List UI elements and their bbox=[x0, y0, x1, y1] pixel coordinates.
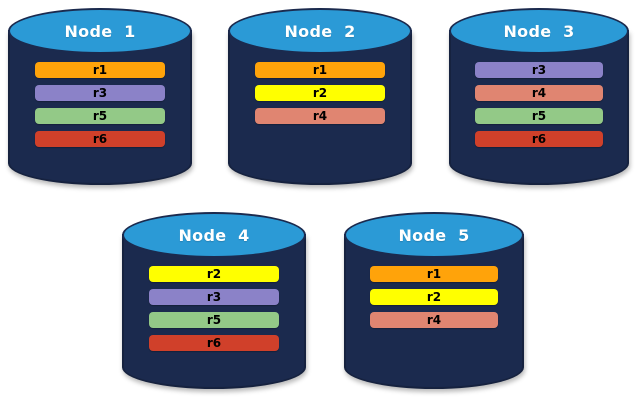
replica-bar-r4[interactable]: r4 bbox=[370, 312, 498, 328]
node-label: Node 5 bbox=[398, 225, 470, 245]
node-label: Node 1 bbox=[64, 21, 136, 41]
replica-bar-r5[interactable]: r5 bbox=[34, 108, 166, 124]
replica-bar-list: r1 r2 r4 bbox=[228, 62, 412, 124]
database-node-1[interactable]: r1 r3 r5 r6 Node 1 bbox=[8, 8, 192, 185]
cylinder-top: Node 2 bbox=[228, 8, 412, 54]
replica-bar-r5[interactable]: r5 bbox=[148, 312, 280, 328]
node-label: Node 4 bbox=[178, 225, 250, 245]
replica-bar-list: r2 r3 r5 r6 bbox=[122, 266, 306, 351]
replica-bar-r3[interactable]: r3 bbox=[148, 289, 280, 305]
replica-bar-r6[interactable]: r6 bbox=[148, 335, 280, 351]
node-label: Node 2 bbox=[284, 21, 356, 41]
replica-bar-r4[interactable]: r4 bbox=[475, 85, 603, 101]
cylinder-body bbox=[344, 234, 524, 389]
replica-bar-r2[interactable]: r2 bbox=[254, 85, 386, 101]
database-node-4[interactable]: r2 r3 r5 r6 Node 4 bbox=[122, 212, 306, 389]
replica-bar-r2[interactable]: r2 bbox=[148, 266, 280, 282]
replica-bar-r5[interactable]: r5 bbox=[475, 108, 603, 124]
cylinder-body bbox=[122, 234, 306, 389]
replica-bar-r1[interactable]: r1 bbox=[34, 62, 166, 78]
database-node-2[interactable]: r1 r2 r4 Node 2 bbox=[228, 8, 412, 185]
replica-bar-list: r1 r3 r5 r6 bbox=[8, 62, 192, 147]
cylinder-body bbox=[228, 30, 412, 185]
cylinder-top: Node 4 bbox=[122, 212, 306, 258]
replica-bar-r2[interactable]: r2 bbox=[370, 289, 498, 305]
replica-bar-list: r3 r4 r5 r6 bbox=[449, 62, 629, 147]
replica-bar-r3[interactable]: r3 bbox=[34, 85, 166, 101]
cylinder-top: Node 5 bbox=[344, 212, 524, 258]
cylinder-top: Node 3 bbox=[449, 8, 629, 54]
node-label: Node 3 bbox=[503, 21, 575, 41]
replica-bar-r1[interactable]: r1 bbox=[370, 266, 498, 282]
replica-bar-r1[interactable]: r1 bbox=[254, 62, 386, 78]
replica-bar-r4[interactable]: r4 bbox=[254, 108, 386, 124]
replica-bar-list: r1 r2 r4 bbox=[344, 266, 524, 328]
database-node-5[interactable]: r1 r2 r4 Node 5 bbox=[344, 212, 524, 389]
database-node-3[interactable]: r3 r4 r5 r6 Node 3 bbox=[449, 8, 629, 185]
cylinder-body bbox=[449, 30, 629, 185]
replica-bar-r6[interactable]: r6 bbox=[475, 131, 603, 147]
replica-bar-r6[interactable]: r6 bbox=[34, 131, 166, 147]
cylinder-top: Node 1 bbox=[8, 8, 192, 54]
replica-bar-r3[interactable]: r3 bbox=[475, 62, 603, 78]
